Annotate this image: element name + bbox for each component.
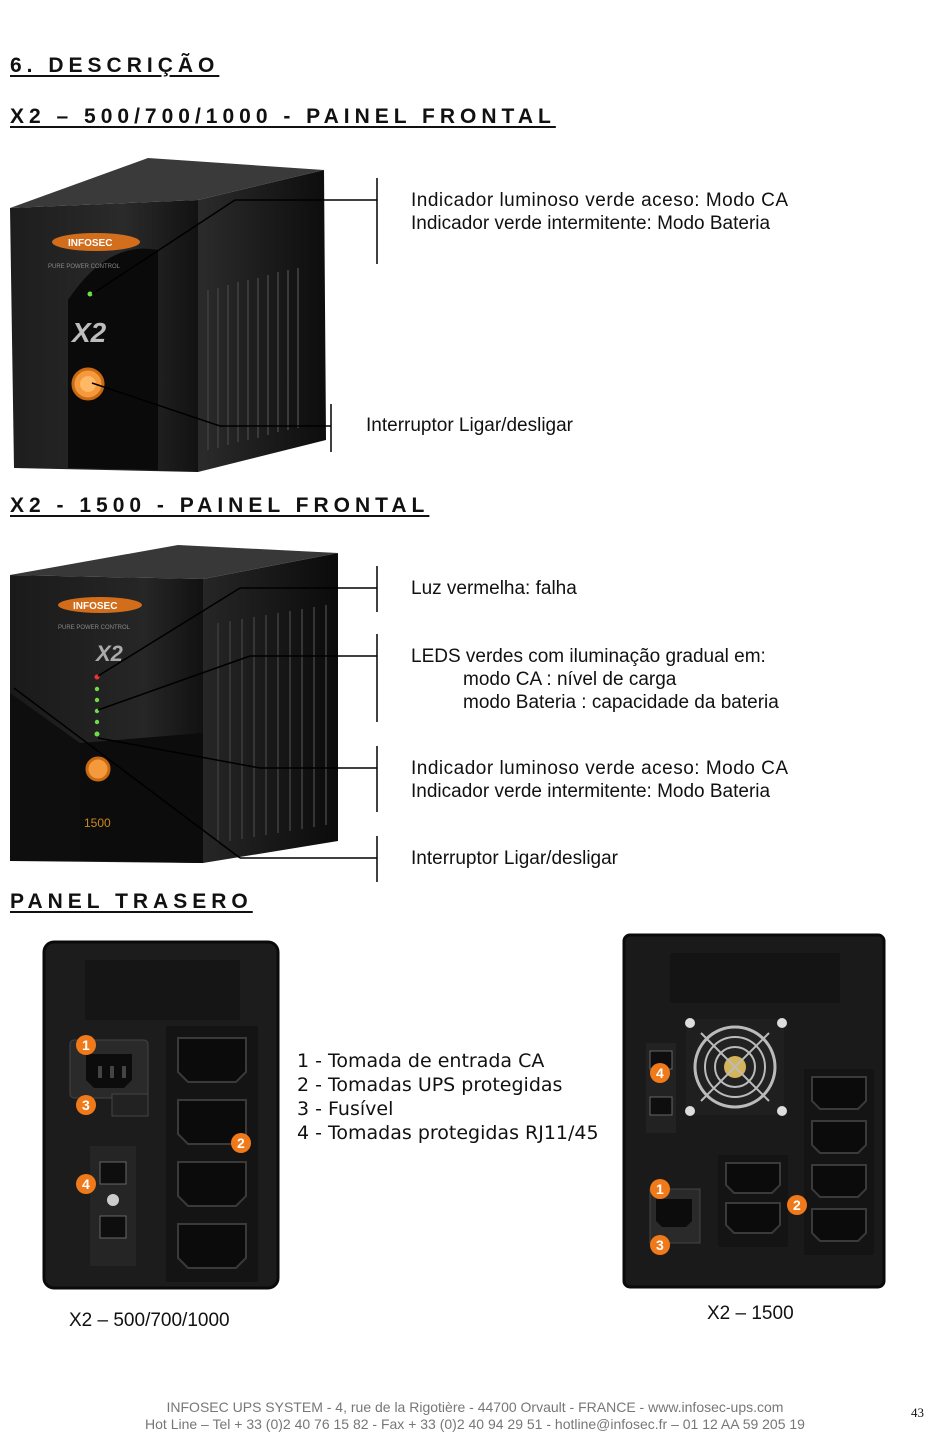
front2-title: X2 - 1500 - PAINEL FRONTAL bbox=[10, 494, 430, 517]
front2-callout-led-line2: Indicador verde intermitente: Modo Bater… bbox=[411, 781, 771, 802]
page-number: 43 bbox=[911, 1405, 924, 1420]
front2-callout-led-line1: Indicador luminoso verde aceso: Modo CA bbox=[411, 758, 789, 779]
front2-callout-led: Indicador luminoso verde aceso: Modo CA … bbox=[411, 757, 789, 803]
svg-text:3: 3 bbox=[82, 1097, 90, 1113]
svg-text:1: 1 bbox=[82, 1037, 90, 1053]
svg-text:PURE POWER CONTROL: PURE POWER CONTROL bbox=[58, 625, 131, 631]
front1-logo: INFOSEC bbox=[68, 238, 112, 249]
front1-green-led bbox=[87, 291, 93, 297]
front2-callout-leds-line1: LEDS verdes com iluminação gradual em: bbox=[411, 646, 766, 667]
legend-item-1: 1 - Tomada de entrada CA bbox=[297, 1050, 545, 1072]
section-title: 6. DESCRIÇÃO bbox=[10, 54, 220, 77]
footer-hotline: Hot Line – Tel + 33 (0)2 40 76 15 82 - F… bbox=[145, 1416, 805, 1432]
caption-small-model: X2 – 500/700/1000 bbox=[69, 1310, 230, 1331]
front2-callout-fault: Luz vermelha: falha bbox=[411, 578, 577, 599]
rear-small-badges: 1 3 2 4 bbox=[76, 1035, 251, 1194]
legend-item-3: 3 - Fusível bbox=[297, 1098, 394, 1120]
svg-text:3: 3 bbox=[656, 1237, 664, 1253]
front1-callout-led: Indicador luminoso verde aceso: Modo CA … bbox=[411, 189, 789, 235]
rear-legend: 1 - Tomada de entrada CA 2 - Tomadas UPS… bbox=[297, 1049, 599, 1145]
legend-item-2: 2 - Tomadas UPS protegidas bbox=[297, 1074, 563, 1096]
footer-address: INFOSEC UPS SYSTEM - 4, rue de la Rigoti… bbox=[166, 1399, 784, 1415]
ups-front-image-large: INFOSEC PURE POWER CONTROL X2 1500 bbox=[10, 545, 338, 863]
front1-callout-switch: Interruptor Ligar/desligar bbox=[366, 415, 573, 436]
front2-callout-leds-line3: modo Bateria : capacidade da bateria bbox=[463, 692, 779, 713]
front2-power-button bbox=[85, 756, 111, 782]
front2-model-logo: X2 bbox=[94, 641, 124, 666]
legend-item-4: 4 - Tomadas protegidas RJ11/45 bbox=[297, 1122, 599, 1144]
front1-model-logo: X2 bbox=[70, 317, 107, 348]
caption-large-model: X2 – 1500 bbox=[707, 1303, 794, 1324]
ups-front-image-small: INFOSEC PURE POWER CONTROL X2 bbox=[10, 158, 326, 472]
rear-large-badges: 1 2 3 4 bbox=[650, 1063, 807, 1255]
front1-callout-led-line2: Indicador verde intermitente: Modo Bater… bbox=[411, 213, 771, 234]
front2-callout-switch: Interruptor Ligar/desligar bbox=[411, 848, 618, 869]
ups-rear-image-large: 1 2 3 4 bbox=[622, 933, 886, 1289]
rear-title: PANEL TRASERO bbox=[10, 890, 253, 913]
svg-text:2: 2 bbox=[237, 1135, 245, 1151]
svg-text:1: 1 bbox=[656, 1181, 664, 1197]
front1-title: X2 – 500/700/1000 - PAINEL FRONTAL bbox=[10, 105, 556, 128]
svg-text:4: 4 bbox=[656, 1065, 664, 1081]
ups-rear-image-small: 1 3 2 4 bbox=[42, 940, 280, 1290]
front2-callout-lines bbox=[13, 566, 378, 882]
svg-text:PURE POWER CONTROL: PURE POWER CONTROL bbox=[48, 264, 121, 270]
svg-text:4: 4 bbox=[82, 1176, 90, 1192]
front2-callout-leds: LEDS verdes com iluminação gradual em: m… bbox=[411, 645, 779, 714]
svg-text:2: 2 bbox=[793, 1197, 801, 1213]
front2-rating-label: 1500 bbox=[84, 816, 111, 830]
front2-callout-leds-line2: modo CA : nível de carga bbox=[463, 669, 677, 690]
front1-callout-led-line1: Indicador luminoso verde aceso: Modo CA bbox=[411, 190, 789, 211]
front2-logo: INFOSEC bbox=[73, 601, 117, 612]
front1-callout-lines bbox=[91, 178, 378, 452]
